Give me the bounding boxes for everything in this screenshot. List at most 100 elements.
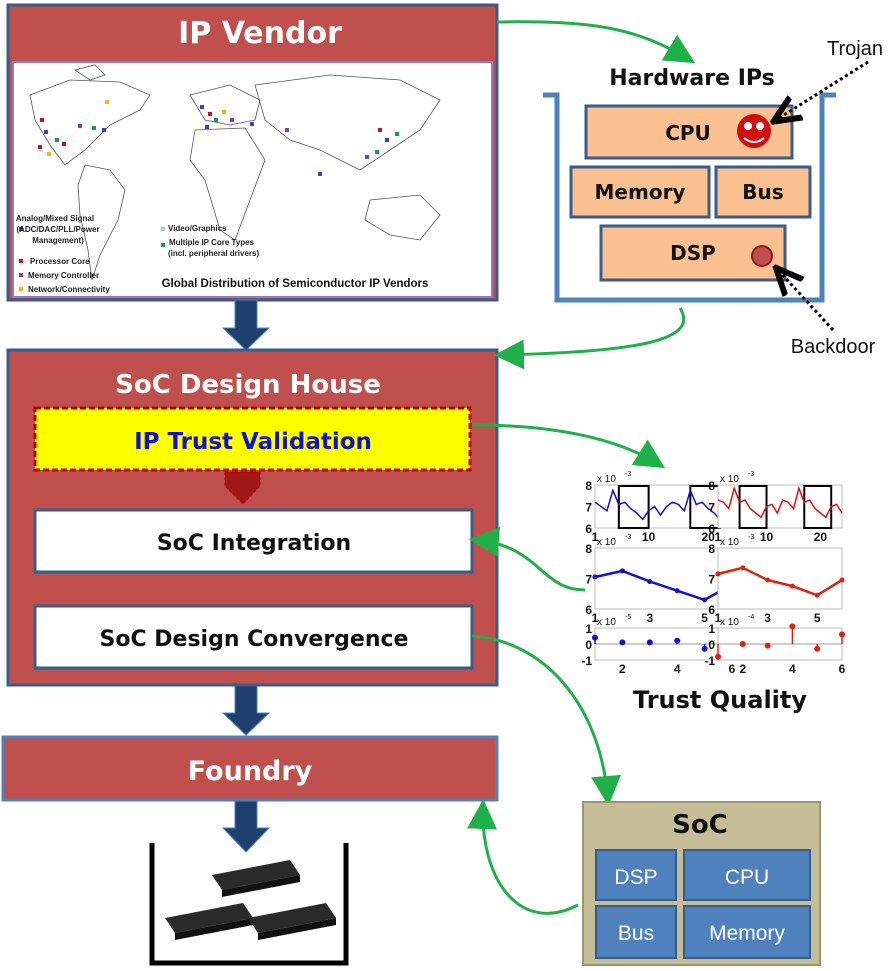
svg-text:Video/Graphics: Video/Graphics bbox=[168, 224, 227, 233]
hardware-ips-title: Hardware IPs bbox=[609, 66, 774, 91]
soc-design-house-box: SoC Design House IP Trust Validation SoC… bbox=[6, 348, 499, 687]
y-tick-label: 6 bbox=[585, 603, 592, 617]
exponent-label: x 10 bbox=[720, 617, 739, 628]
y-tick-label: 7 bbox=[585, 573, 592, 587]
y-tick-label: 7 bbox=[708, 573, 715, 587]
svg-text:CPU: CPU bbox=[665, 121, 711, 145]
exponent-value: -4 bbox=[748, 614, 754, 621]
data-point bbox=[814, 592, 820, 598]
y-tick-label: 1 bbox=[585, 622, 592, 636]
svg-text:Bus: Bus bbox=[742, 180, 783, 204]
soc-block-dsp[interactable]: DSP bbox=[595, 849, 677, 901]
svg-text:IP Trust Validation: IP Trust Validation bbox=[134, 429, 372, 455]
backdoor-icon bbox=[751, 245, 773, 267]
svg-text:DSP: DSP bbox=[670, 241, 716, 265]
x-tick-label: 5 bbox=[701, 611, 708, 625]
data-point bbox=[814, 645, 821, 652]
soc-title: SoC bbox=[672, 810, 728, 840]
svg-text:Memory: Memory bbox=[709, 922, 785, 945]
x-tick-label: 10 bbox=[760, 530, 774, 544]
plot-area bbox=[594, 547, 733, 610]
x-tick-label: 1 bbox=[715, 530, 722, 544]
soc-block-bus[interactable]: Bus bbox=[595, 905, 677, 959]
y-tick-label: -1 bbox=[704, 654, 715, 668]
soc-block-cpu[interactable]: CPU bbox=[683, 849, 811, 901]
series-line bbox=[717, 485, 843, 519]
data-point bbox=[619, 639, 626, 646]
x-tick-label: 10 bbox=[642, 530, 656, 544]
y-tick-label: 0 bbox=[708, 638, 715, 652]
x-tick-label: 6 bbox=[839, 662, 846, 676]
y-tick-label: 7 bbox=[585, 501, 592, 515]
data-point bbox=[619, 568, 625, 574]
soc-design-house-title: SoC Design House bbox=[115, 370, 381, 400]
soc-integration-step[interactable]: SoC Integration bbox=[33, 508, 474, 574]
x-tick-label: 2 bbox=[739, 662, 746, 676]
data-point bbox=[789, 583, 795, 589]
data-point bbox=[702, 597, 708, 603]
exponent-label: x 10 bbox=[720, 537, 739, 548]
exponent-value: -3 bbox=[748, 534, 754, 541]
data-point bbox=[674, 588, 680, 594]
trust-quality-title: Trust Quality bbox=[633, 686, 807, 714]
x-tick-label: 1 bbox=[715, 611, 722, 625]
x-tick-label: 4 bbox=[674, 662, 681, 676]
y-tick-label: 8 bbox=[585, 542, 592, 556]
chip-icon bbox=[165, 903, 253, 940]
x-tick-label: 6 bbox=[729, 662, 736, 676]
green-arrows bbox=[467, 20, 696, 915]
ip-vendor-title: IP Vendor bbox=[178, 16, 342, 51]
ip-block-memory[interactable]: Memory bbox=[569, 165, 711, 219]
map-caption: Global Distribution of Semiconductor IP … bbox=[162, 278, 429, 290]
down-marker-icon bbox=[224, 471, 261, 505]
exponent-value: -3 bbox=[625, 471, 631, 478]
trojan-icon bbox=[737, 114, 771, 148]
soc-design-convergence-step[interactable]: SoC Design Convergence bbox=[33, 604, 474, 670]
world-map: Analog/Mixed Signal (ADC/DAC/PLL/Power M… bbox=[12, 61, 493, 298]
x-tick-label: 20 bbox=[701, 530, 715, 544]
svg-text:Memory Controller: Memory Controller bbox=[28, 271, 99, 280]
y-tick-label: 1 bbox=[708, 622, 715, 636]
x-tick-label: 1 bbox=[592, 530, 599, 544]
y-tick-label: 8 bbox=[708, 479, 715, 493]
exponent-value: -5 bbox=[625, 614, 631, 621]
svg-text:Processor Core: Processor Core bbox=[30, 257, 90, 266]
svg-text:Analog/Mixed Signal: Analog/Mixed Signal bbox=[16, 214, 94, 223]
svg-text:(ADC/DAC/PLL/Power: (ADC/DAC/PLL/Power bbox=[16, 225, 99, 234]
data-point bbox=[765, 577, 771, 583]
backdoor-label: Backdoor bbox=[791, 336, 876, 358]
data-point bbox=[739, 641, 746, 647]
chip-bin bbox=[149, 843, 349, 966]
vendor-dots bbox=[38, 100, 399, 176]
exponent-label: x 10 bbox=[597, 474, 616, 485]
x-tick-label: 5 bbox=[814, 611, 821, 625]
exponent-value: -3 bbox=[625, 534, 631, 541]
trojan-label: Trojan bbox=[827, 38, 883, 60]
data-point bbox=[764, 642, 771, 649]
data-point bbox=[715, 571, 721, 577]
data-point bbox=[646, 639, 653, 646]
map-legend: Analog/Mixed Signal (ADC/DAC/PLL/Power M… bbox=[16, 214, 260, 294]
data-point bbox=[789, 623, 796, 630]
arrow-down-icon bbox=[221, 799, 271, 853]
ip-trust-validation-step[interactable]: IP Trust Validation bbox=[33, 406, 472, 472]
y-tick-label: 6 bbox=[585, 522, 592, 536]
x-tick-label: 1 bbox=[592, 611, 599, 625]
exponent-label: x 10 bbox=[597, 617, 616, 628]
ip-block-bus[interactable]: Bus bbox=[714, 165, 812, 219]
x-tick-label: 3 bbox=[764, 611, 771, 625]
plot-area bbox=[717, 547, 843, 610]
soc-box: SoC DSP CPU Bus Memory bbox=[582, 801, 821, 966]
svg-text:Network/Connectivity: Network/Connectivity bbox=[28, 285, 110, 294]
series-line bbox=[594, 569, 733, 602]
y-tick-label: 8 bbox=[708, 542, 715, 556]
soc-block-memory[interactable]: Memory bbox=[683, 905, 811, 959]
svg-text:DSP: DSP bbox=[614, 866, 657, 889]
hardware-ips-panel: Hardware IPs CPU Memory Bus DSP Trojan B… bbox=[543, 38, 883, 358]
exponent-label: x 10 bbox=[597, 537, 616, 548]
